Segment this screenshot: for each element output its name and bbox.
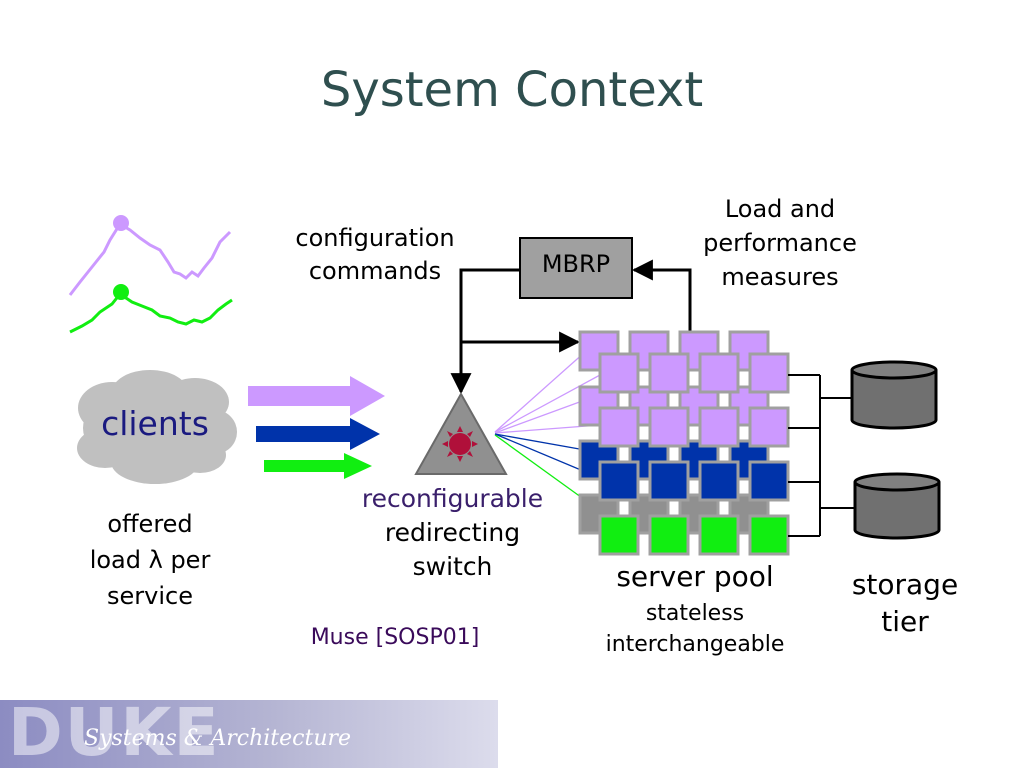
citation: Muse [SOSP01]: [310, 625, 480, 650]
storage-line-2: tier: [881, 605, 929, 638]
switch-label-line-2: redirecting: [384, 518, 521, 547]
config-commands-line-2: commands: [308, 257, 442, 285]
server-pool-subtitle: stateless interchangeable: [580, 598, 810, 660]
load-measures-line-3: measures: [721, 263, 839, 291]
purple-load-arrow: [248, 376, 385, 416]
storage-disk-1: [850, 360, 938, 430]
blue-load-arrow: [256, 418, 380, 450]
storage-bus: [788, 374, 855, 537]
load-measures-line-1: Load and: [724, 195, 836, 223]
load-measures-label: Load and performance measures: [680, 192, 880, 294]
switch-star-icon: [442, 426, 478, 462]
mbrp-box: [519, 237, 633, 299]
switch-label: reconfigurable redirecting switch: [340, 482, 565, 584]
server-pool-line-2: interchangeable: [605, 632, 785, 657]
switch-label-line-3: switch: [412, 552, 493, 581]
config-command-line: [450, 268, 520, 395]
storage-disk-2: [853, 472, 941, 540]
offered-load-line-2: load λ per: [89, 546, 211, 574]
clients-label: clients: [101, 404, 209, 443]
duke-logo: DUKE: [8, 694, 221, 771]
server-pool: [578, 330, 790, 556]
offered-load-line-1: offered: [107, 510, 193, 538]
server-pool-line-1: stateless: [645, 601, 745, 626]
offered-load-label: offered load λ per service: [60, 506, 240, 614]
storage-line-1: storage: [851, 568, 959, 601]
footer-banner: DUKE Systems & Architecture: [0, 694, 498, 771]
config-commands-line-1: configuration: [295, 224, 455, 252]
offered-load-line-3: service: [107, 582, 193, 610]
green-load-trend-line: [69, 291, 233, 334]
measures-feedback-line: [631, 259, 692, 335]
purple-load-trend-line: [68, 221, 232, 296]
purple-load-marker: [113, 215, 129, 231]
config-commands-label: configuration commands: [270, 222, 480, 288]
storage-tier-label: storage tier: [830, 566, 980, 640]
switch-label-line-1: reconfigurable: [361, 484, 544, 513]
footer-text: Systems & Architecture: [84, 726, 352, 751]
green-load-arrow: [264, 453, 372, 479]
clients-cloud: [77, 370, 237, 484]
server-grid-front: [598, 352, 790, 556]
green-load-marker: [113, 284, 129, 300]
server-pool-title: server pool: [616, 560, 774, 593]
load-measures-line-2: performance: [703, 229, 857, 257]
slide-title: System Context: [320, 62, 704, 118]
mbrp-label: MBRP: [541, 250, 611, 278]
